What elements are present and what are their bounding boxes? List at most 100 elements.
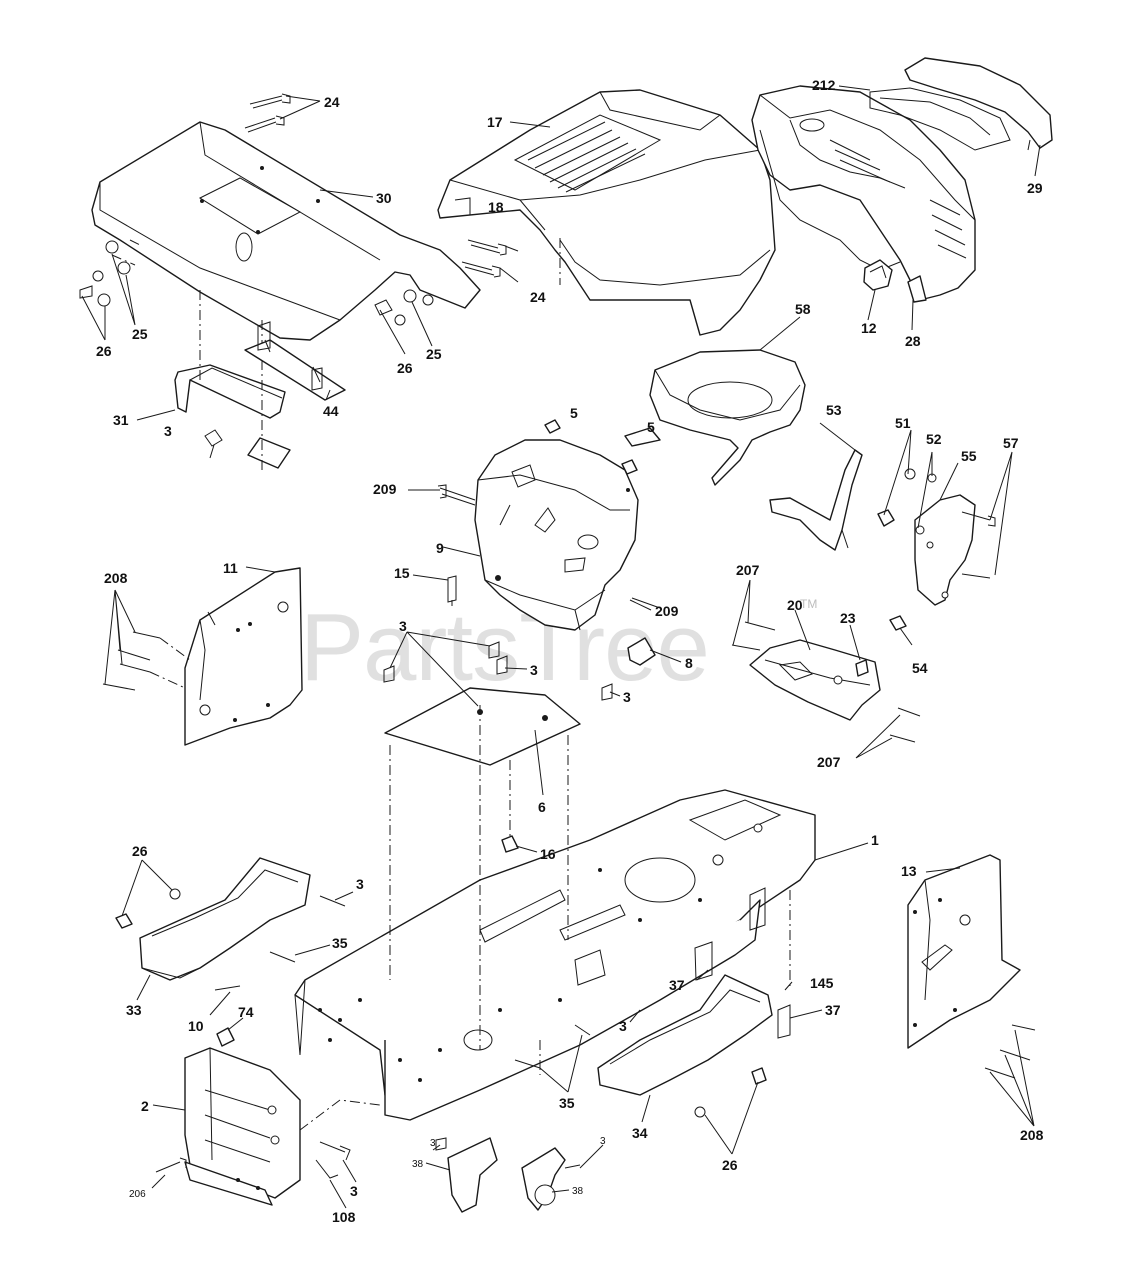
callout-3-e[interactable]: 3	[356, 876, 364, 892]
bolt-3-front[interactable]	[319, 1141, 351, 1161]
fasteners-left-footrest[interactable]	[115, 888, 346, 991]
callout-5-b[interactable]: 5	[647, 419, 655, 435]
callout-26-c[interactable]: 26	[132, 843, 148, 859]
callout-3-h[interactable]: 3	[600, 1136, 606, 1147]
callout-209-b[interactable]: 209	[655, 603, 679, 619]
part-34-footrest[interactable]	[597, 974, 773, 1096]
callout-52[interactable]: 52	[926, 431, 942, 447]
part-58-shield[interactable]	[624, 349, 806, 486]
part-55-bracket[interactable]	[914, 494, 976, 606]
callout-35-b[interactable]: 35	[559, 1095, 575, 1111]
callout-23[interactable]: 23	[840, 610, 856, 626]
callout-3-a[interactable]: 3	[164, 423, 172, 439]
callout-58[interactable]: 58	[795, 301, 811, 317]
callout-209-a[interactable]: 209	[373, 481, 397, 497]
callout-20[interactable]: 20	[787, 597, 803, 613]
callout-145[interactable]: 145	[810, 975, 834, 991]
callout-108[interactable]: 108	[332, 1209, 356, 1225]
callout-2[interactable]: 2	[141, 1098, 149, 1114]
callout-3-i[interactable]: 3	[350, 1183, 358, 1199]
callout-54[interactable]: 54	[912, 660, 928, 676]
callout-3-b[interactable]: 3	[399, 618, 407, 634]
callout-26-d[interactable]: 26	[722, 1157, 738, 1173]
callout-34[interactable]: 34	[632, 1125, 648, 1141]
part-2-front-bracket[interactable]	[184, 1047, 301, 1206]
bolt-209-a[interactable]	[437, 484, 476, 506]
callout-33[interactable]: 33	[126, 1002, 142, 1018]
part-17-hood[interactable]	[437, 89, 776, 336]
part-13-side-panel[interactable]	[907, 854, 1021, 1049]
bolts-24-mid[interactable]	[461, 239, 507, 278]
part-30-dash-panel[interactable]	[91, 121, 481, 341]
part-9-dash-housing[interactable]	[474, 439, 639, 631]
callout-3-c[interactable]: 3	[530, 662, 538, 678]
callout-208-b[interactable]: 208	[1020, 1127, 1044, 1143]
callout-207-a[interactable]: 207	[736, 562, 760, 578]
callout-55[interactable]: 55	[961, 448, 977, 464]
callout-11[interactable]: 11	[223, 560, 238, 576]
bolts-57[interactable]	[961, 511, 996, 579]
callout-26-a[interactable]: 26	[96, 343, 112, 359]
bolts-207[interactable]	[731, 621, 921, 743]
callout-38-b[interactable]: 38	[572, 1186, 584, 1197]
bolt-15[interactable]	[447, 575, 457, 606]
callout-35-a[interactable]: 35	[332, 935, 348, 951]
part-6-plate[interactable]	[384, 687, 581, 766]
callout-37-a[interactable]: 37	[669, 977, 685, 993]
nut-74[interactable]	[216, 1027, 235, 1047]
part-8-clip[interactable]	[627, 637, 656, 666]
callout-26-b[interactable]: 26	[397, 360, 413, 376]
nut-5-a[interactable]	[544, 419, 561, 434]
callout-18[interactable]: 18	[488, 199, 504, 215]
callout-51[interactable]: 51	[895, 415, 911, 431]
part-20-pedal-bracket[interactable]	[749, 639, 881, 721]
bolt-206[interactable]	[155, 1157, 187, 1173]
bolt-23[interactable]	[855, 659, 869, 677]
part-44-plate[interactable]	[244, 321, 346, 401]
callout-8[interactable]: 8	[685, 655, 693, 671]
part-1-frame[interactable]	[294, 789, 816, 1121]
callout-10[interactable]: 10	[188, 1018, 204, 1034]
callout-9[interactable]: 9	[436, 540, 444, 556]
callout-16[interactable]: 16	[540, 846, 556, 862]
fasteners-right-footrest[interactable]	[514, 941, 791, 1118]
callout-5-a[interactable]: 5	[570, 405, 578, 421]
callout-3-d[interactable]: 3	[623, 689, 631, 705]
callout-37-b[interactable]: 37	[825, 1002, 841, 1018]
nut-5-b[interactable]	[621, 459, 638, 475]
bolt-209-b[interactable]	[631, 597, 661, 609]
callout-28[interactable]: 28	[905, 333, 921, 349]
bolt-54[interactable]	[889, 615, 907, 631]
callout-74[interactable]: 74	[238, 1004, 254, 1020]
part-108[interactable]	[315, 1159, 339, 1179]
callout-24-b[interactable]: 24	[530, 289, 546, 305]
callout-38-a[interactable]: 38	[412, 1159, 424, 1170]
screws-3-plate[interactable]	[383, 641, 613, 701]
parts-38-brackets[interactable]	[435, 1137, 581, 1213]
callout-207-b[interactable]: 207	[817, 754, 841, 770]
bolts-208-left[interactable]	[102, 631, 191, 691]
nut-16[interactable]	[501, 835, 519, 853]
bolts-24-top[interactable]	[244, 93, 291, 133]
part-33-footrest[interactable]	[139, 857, 311, 981]
fasteners-26-25-left[interactable]	[79, 239, 141, 307]
part-212-trim[interactable]	[869, 87, 1011, 151]
callout-25-a[interactable]: 25	[132, 326, 148, 342]
callout-1[interactable]: 1	[871, 832, 879, 848]
callout-17[interactable]: 17	[487, 114, 503, 130]
callout-212[interactable]: 212	[812, 77, 836, 93]
callout-44[interactable]: 44	[323, 403, 339, 419]
callout-6[interactable]: 6	[538, 799, 546, 815]
callout-30[interactable]: 30	[376, 190, 392, 206]
callout-24-a[interactable]: 24	[324, 94, 340, 110]
screw-3-left[interactable]	[204, 429, 223, 459]
part-11-side-panel[interactable]	[184, 567, 303, 746]
callout-29[interactable]: 29	[1027, 180, 1043, 196]
part-28-front-grille[interactable]	[751, 85, 976, 303]
part-31-bracket[interactable]	[174, 290, 291, 470]
bolts-208-right[interactable]	[984, 1024, 1036, 1079]
callout-31[interactable]: 31	[113, 412, 129, 428]
callout-53[interactable]: 53	[826, 402, 842, 418]
callout-206[interactable]: 206	[129, 1189, 146, 1200]
callout-25-b[interactable]: 25	[426, 346, 442, 362]
